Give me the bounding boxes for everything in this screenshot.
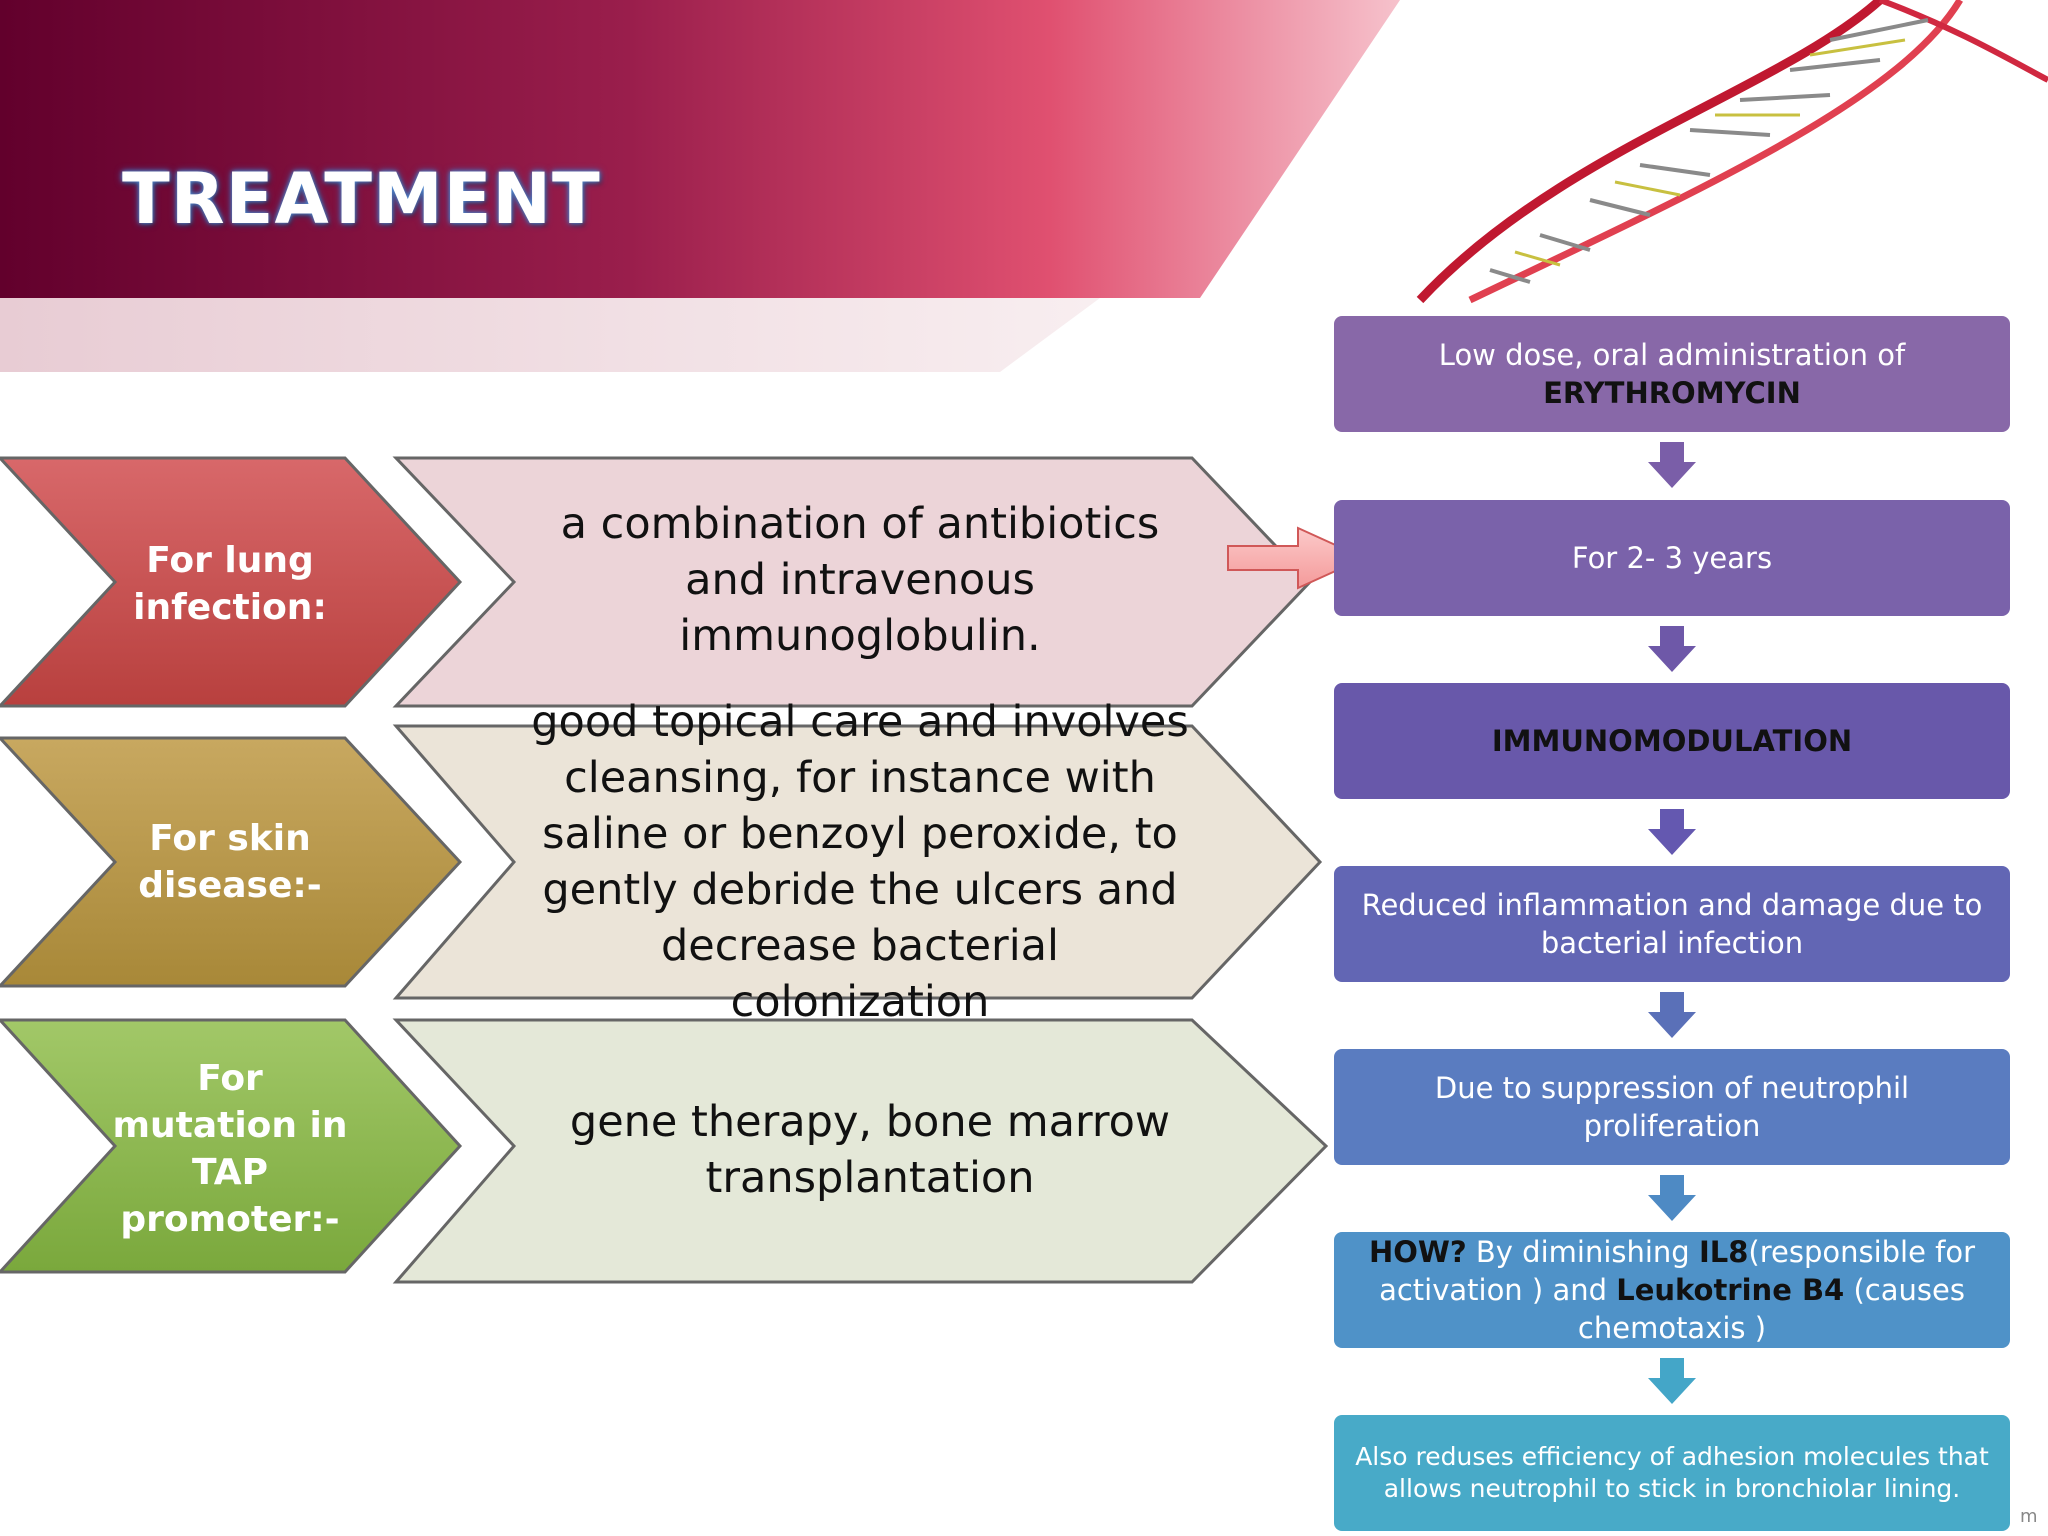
flow-box-immunomodulation: IMMUNOMODULATION <box>1334 683 2010 799</box>
flow-box-text: (causes chemotaxis ) <box>1577 1273 1965 1345</box>
flow-box-text: Reduced inflammation and damage due to b… <box>1361 888 1983 960</box>
row3-text-chevron <box>392 1018 1329 1284</box>
flow-box-bold: Leukotrine B4 <box>1616 1273 1845 1307</box>
dna-helix-image <box>1416 0 2048 304</box>
row2-text: good topical care and involves cleansing… <box>531 697 1189 1027</box>
row1-label: For lung infection: <box>133 540 327 628</box>
flow-box-text: By diminishing <box>1466 1235 1699 1269</box>
row1-text-chevron <box>392 456 1313 708</box>
flow-box-bold: IL8 <box>1698 1235 1749 1269</box>
flow-box-bold: IMMUNOMODULATION <box>1491 724 1853 758</box>
flow-box-adhesion: Also reduses efficiency of adhesion mole… <box>1334 1415 2010 1531</box>
row2-label: For skin disease:- <box>138 818 322 906</box>
flow-box-bold: ERYTHROMYCIN <box>1543 376 1801 410</box>
flow-box-bold: HOW? <box>1368 1235 1467 1269</box>
flow-box-text: Low dose, oral administration of <box>1438 338 1906 372</box>
row1-label-chevron <box>0 456 463 708</box>
header-light-band <box>0 298 1100 372</box>
flow-box-text: Due to suppression of neutrophil prolife… <box>1434 1071 1910 1143</box>
down-arrow-icon <box>1648 992 1696 1038</box>
down-arrow-icon <box>1648 442 1696 488</box>
flow-box-neutrophil-suppression: Due to suppression of neutrophil prolife… <box>1334 1049 2010 1165</box>
row3-label: For mutation in TAP promoter:- <box>112 1058 348 1240</box>
flow-box-mechanism: HOW? By diminishing IL8(responsible for … <box>1334 1232 2010 1348</box>
flow-box-text: Also reduses efficiency of adhesion mole… <box>1355 1442 1989 1503</box>
down-arrow-icon <box>1648 1175 1696 1221</box>
row2-label-chevron <box>0 736 463 988</box>
row3-text: gene therapy, bone marrow transplantatio… <box>569 1097 1171 1203</box>
row3-label-chevron <box>0 1018 463 1274</box>
row1-text: a combination of antibiotics and intrave… <box>560 499 1160 661</box>
connector-arrow <box>1227 526 1367 590</box>
flow-box-duration: For 2- 3 years <box>1334 500 2010 616</box>
down-arrow-icon <box>1648 1358 1696 1404</box>
down-arrow-icon <box>1648 809 1696 855</box>
flow-box-reduced-inflammation: Reduced inflammation and damage due to b… <box>1334 866 2010 982</box>
flow-box-text: For 2- 3 years <box>1571 541 1773 575</box>
slide-title: TREATMENT <box>122 158 601 240</box>
flow-box-erythromycin: Low dose, oral administration of ERYTHROM… <box>1334 316 2010 432</box>
down-arrow-icon <box>1648 626 1696 672</box>
corner-mark: m <box>2020 1506 2038 1527</box>
flow-box-text: (responsible for activation ) and <box>1379 1235 1976 1307</box>
header-band <box>0 0 1400 298</box>
row2-text-chevron <box>392 724 1323 1000</box>
